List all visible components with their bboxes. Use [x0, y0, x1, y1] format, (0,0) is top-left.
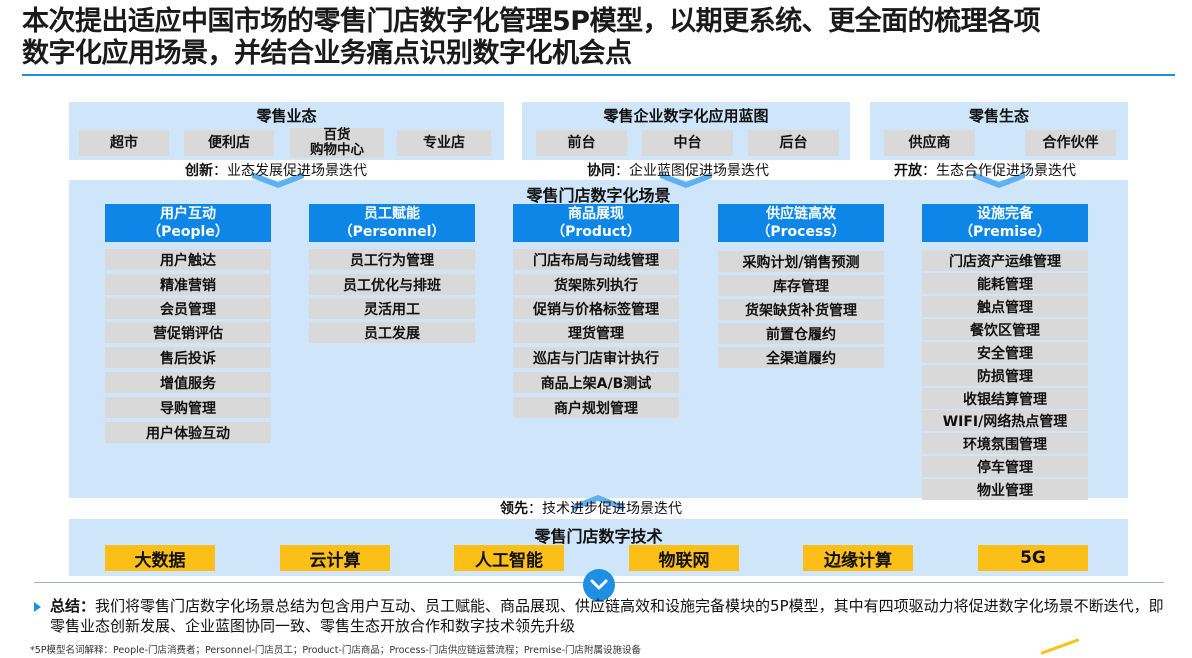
premise-item: 门店资产运维管理: [922, 250, 1088, 271]
blueprint-item: 前台: [536, 130, 627, 156]
openness-driver-note: 开放：生态合作促进场景迭代: [894, 160, 1076, 180]
summary-label: 总结：: [50, 597, 96, 615]
product-column-header: 商品展现 （Product）: [513, 204, 679, 242]
premise-item: 停车管理: [922, 456, 1088, 477]
people-item: 用户触达: [105, 249, 271, 270]
process-item: 全渠道履约: [718, 347, 884, 368]
title-divider: [22, 74, 1175, 76]
process-item: 前置仓履约: [718, 323, 884, 344]
store-digital-tech-title: 零售门店数字技术: [534, 527, 663, 546]
ecosystem-item: 合作伙伴: [1025, 130, 1116, 156]
people-item: 用户体验互动: [105, 422, 271, 443]
leadership-driver-note: 领先：技术进步促进场景迭代: [500, 498, 682, 518]
retail-ecosystem-title: 零售生态: [968, 107, 1029, 125]
product-item: 理货管理: [513, 322, 679, 343]
note-bold: 开放: [894, 163, 922, 179]
column-head-sub: （Process）: [756, 224, 846, 240]
personnel-item: 员工行为管理: [309, 249, 475, 270]
retail-format-item: 超市: [79, 130, 169, 156]
process-column-header: 供应链高效 （Process）: [718, 204, 884, 242]
enterprise-blueprint-title: 零售企业数字化应用蓝图: [603, 107, 769, 125]
tech-item: 边缘计算: [803, 545, 913, 571]
premise-item: 环境氛围管理: [922, 433, 1088, 454]
note-bold: 领先: [500, 501, 528, 517]
column-head-sub: （People）: [147, 224, 229, 240]
personnel-item: 员工发展: [309, 322, 475, 343]
store-digital-scenarios-title: 零售门店数字化场景: [526, 186, 671, 205]
premise-item: 触点管理: [922, 296, 1088, 317]
product-item: 促销与价格标签管理: [513, 298, 679, 319]
tech-item: 大数据: [105, 545, 215, 571]
retail-format-item: 百货 购物中心: [290, 128, 384, 158]
chevron-down-icon: [583, 569, 615, 601]
retail-format-item: 专业店: [397, 130, 491, 156]
retail-format-title: 零售业态: [256, 107, 317, 125]
column-head-sub: （Personnel）: [338, 224, 446, 240]
column-head-label: 员工赋能: [364, 206, 420, 222]
column-head-label: 商品展现: [568, 206, 624, 222]
tech-item: 5G: [978, 545, 1088, 571]
page-title-line-1: 本次提出适应中国市场的零售门店数字化管理5P模型，以期更系统、更全面的梳理各项: [22, 6, 1041, 37]
innovation-driver-note: 创新：业态发展促进场景迭代: [185, 160, 367, 180]
note-text: ：业态发展促进场景迭代: [213, 163, 367, 179]
note-text: ：技术进步促进场景迭代: [528, 501, 682, 517]
summary-body: 我们将零售门店数字化场景总结为包含用户互动、员工赋能、商品展现、供应链高效和设施…: [50, 597, 1164, 635]
decorative-stroke: [1040, 638, 1080, 655]
tech-item: 物联网: [629, 545, 739, 571]
process-item: 库存管理: [718, 275, 884, 296]
column-head-sub: （Product）: [551, 224, 641, 240]
chevron-up-icon: [572, 495, 624, 511]
product-item: 巡店与门店审计执行: [513, 347, 679, 368]
process-item: 货架缺货补货管理: [718, 299, 884, 320]
personnel-item: 灵活用工: [309, 298, 475, 319]
premise-column-header: 设施完备 （Premise）: [922, 204, 1088, 242]
summary-text: 总结：我们将零售门店数字化场景总结为包含用户互动、员工赋能、商品展现、供应链高效…: [50, 596, 1170, 636]
people-item: 导购管理: [105, 397, 271, 418]
process-item: 采购计划/销售预测: [718, 251, 884, 272]
people-item: 营促销评估: [105, 322, 271, 343]
people-column-header: 用户互动 （People）: [105, 204, 271, 242]
collaboration-driver-note: 协同：企业蓝图促进场景迭代: [587, 160, 769, 180]
page-title-line-2: 数字化应用场景，并结合业务痛点识别数字化机会点: [22, 38, 632, 69]
column-head-label: 用户互动: [160, 206, 216, 222]
product-item: 门店布局与动线管理: [513, 249, 679, 270]
note-bold: 创新: [185, 163, 213, 179]
tech-item: 云计算: [280, 545, 390, 571]
premise-item: 收银结算管理: [922, 388, 1088, 409]
store-digital-tech-panel: [69, 519, 1128, 576]
people-item: 增值服务: [105, 372, 271, 393]
ecosystem-item: 供应商: [884, 130, 975, 156]
blueprint-item: 后台: [748, 130, 839, 156]
product-item: 商品上架A/B测试: [513, 372, 679, 393]
premise-item: 防损管理: [922, 365, 1088, 386]
chevron-down-icon: [973, 172, 1025, 188]
chevron-down-icon: [252, 172, 304, 188]
page-title: 本次提出适应中国市场的零售门店数字化管理5P模型，以期更系统、更全面的梳理各项 …: [22, 6, 1172, 70]
people-item: 会员管理: [105, 298, 271, 319]
personnel-item: 员工优化与排班: [309, 274, 475, 295]
product-item: 商户规划管理: [513, 397, 679, 418]
retail-format-item: 便利店: [184, 130, 274, 156]
note-text: ：企业蓝图促进场景迭代: [615, 163, 769, 179]
chevron-down-icon: [660, 172, 712, 188]
premise-item: 餐饮区管理: [922, 319, 1088, 340]
blueprint-item: 中台: [642, 130, 733, 156]
column-head-label: 设施完备: [977, 206, 1033, 222]
personnel-column-header: 员工赋能 （Personnel）: [309, 204, 475, 242]
premise-item: 能耗管理: [922, 273, 1088, 294]
people-item: 精准营销: [105, 274, 271, 295]
premise-item: WIFI/网络热点管理: [922, 410, 1088, 431]
note-text: ：生态合作促进场景迭代: [922, 163, 1076, 179]
footnote: *5P模型名词解释：People-门店消费者；Personnel-门店员工；Pr…: [30, 645, 642, 656]
triangle-bullet-icon: [34, 602, 41, 612]
people-item: 售后投诉: [105, 347, 271, 368]
premise-item: 安全管理: [922, 342, 1088, 363]
tech-item: 人工智能: [454, 545, 564, 571]
column-head-label: 供应链高效: [766, 206, 836, 222]
premise-item: 物业管理: [922, 479, 1088, 500]
column-head-sub: （Premise）: [959, 224, 1051, 240]
product-item: 货架陈列执行: [513, 274, 679, 295]
note-bold: 协同: [587, 163, 615, 179]
